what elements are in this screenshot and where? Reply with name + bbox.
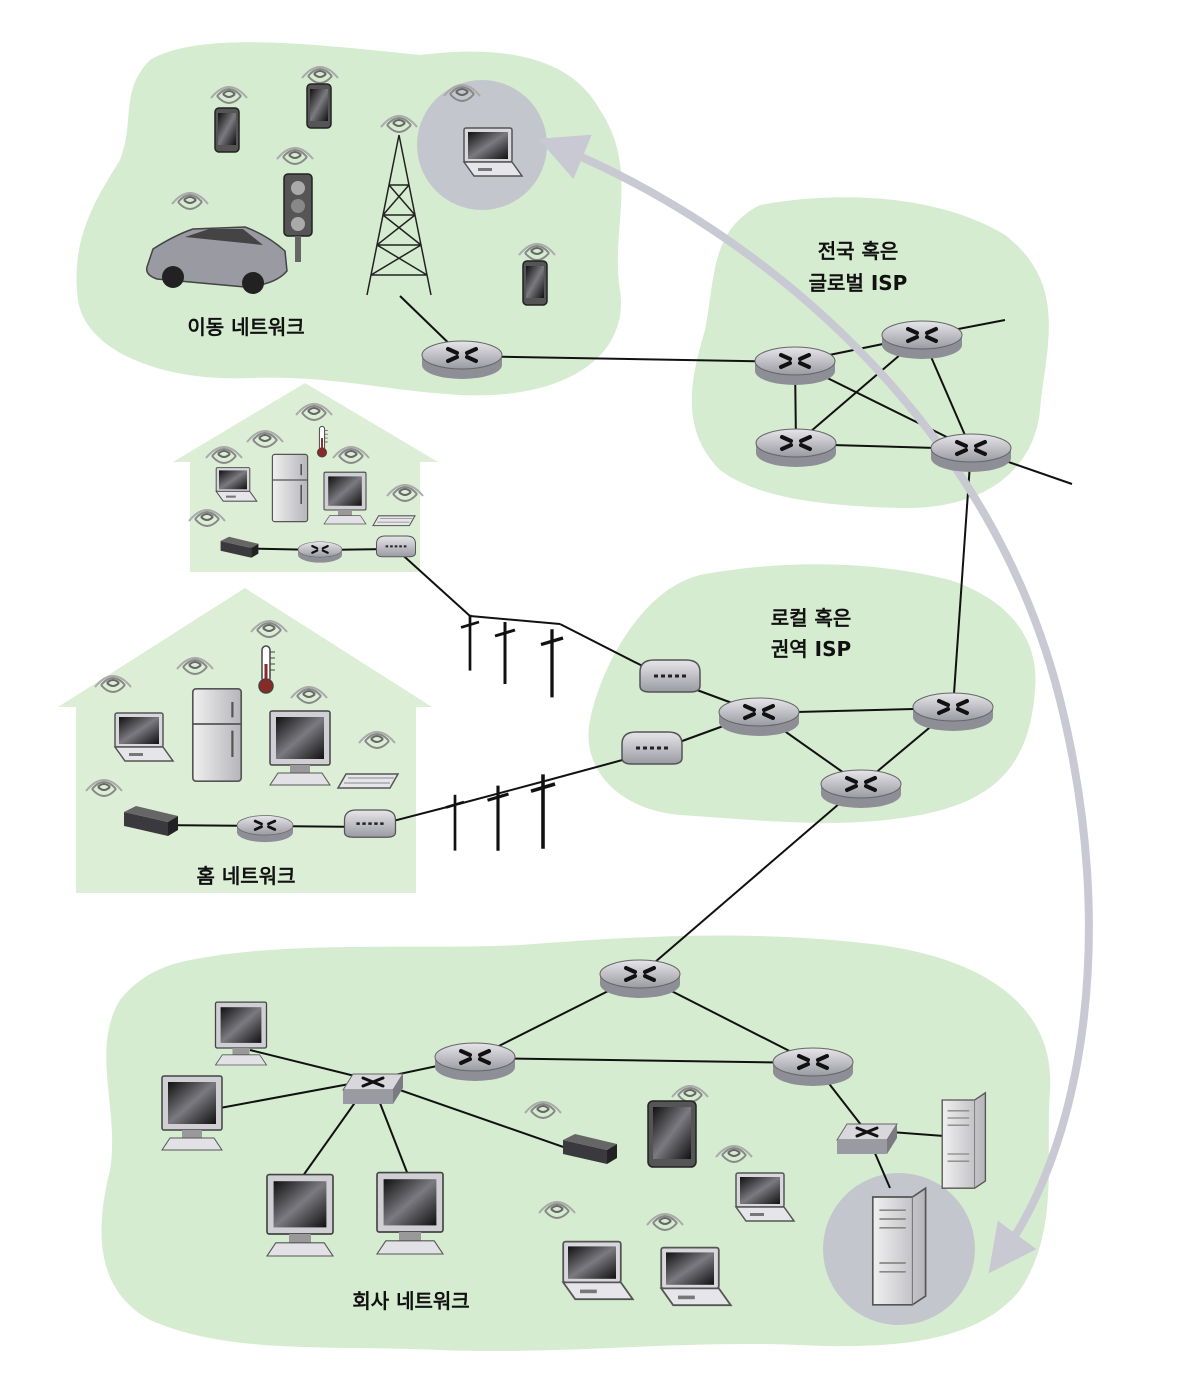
tablet-icon (647, 1100, 697, 1168)
router-icon (420, 339, 504, 381)
router-icon (235, 814, 295, 844)
regional-isp-label-line2: 권역 ISP (771, 637, 851, 661)
modem-icon (343, 808, 397, 839)
monitor-icon (323, 471, 367, 525)
cable-head-end-icon (638, 658, 702, 694)
router-icon (433, 1041, 517, 1083)
router-icon (753, 345, 837, 387)
cable-head-end-icon (620, 730, 684, 766)
desktop-computer-icon (266, 1173, 334, 1257)
traffic-light-icon (283, 173, 313, 262)
smartphone-icon (522, 260, 548, 306)
smartphone-icon (306, 83, 332, 129)
telephone-pole-icon (529, 772, 557, 851)
cell-tower-icon (366, 134, 432, 296)
modem-icon (375, 535, 417, 558)
global-isp-label-line2: 글로벌 ISP (809, 271, 908, 295)
monitor-icon (269, 710, 331, 786)
router-icon (598, 958, 682, 1000)
refrigerator-icon (191, 687, 243, 783)
refrigerator-icon (271, 453, 309, 523)
router-icon (771, 1046, 855, 1088)
desktop-computer-icon (161, 1075, 223, 1151)
router-icon (929, 432, 1013, 474)
server-icon (871, 1187, 927, 1306)
car-icon (145, 226, 288, 294)
mobile-network-label: 이동 네트워크 (187, 315, 304, 339)
keyboard-icon (372, 515, 416, 527)
mobile-network-region (76, 42, 622, 396)
telephone-pole-icon (444, 793, 466, 852)
telephone-pole-icon (539, 627, 565, 700)
router-icon (911, 691, 995, 733)
enterprise-network-label: 회사 네트워크 (352, 1289, 469, 1313)
keyboard-icon (337, 773, 399, 789)
router-icon (296, 540, 344, 564)
router-icon (880, 319, 964, 361)
server-icon (941, 1092, 987, 1189)
home-network-label: 홈 네트워크 (197, 864, 296, 888)
smartphone-icon (214, 107, 240, 153)
router-icon (819, 768, 903, 810)
telephone-pole-icon (459, 613, 481, 672)
link-layer-switch-icon (835, 1122, 899, 1156)
home-house-large (58, 588, 432, 893)
router-icon (717, 696, 801, 738)
telephone-pole-icon (493, 620, 517, 686)
global-isp-label-line1: 전국 혹은 (818, 239, 899, 263)
desktop-computer-icon (376, 1171, 444, 1255)
end-to-end-path-arrow (538, 134, 1093, 1274)
desktop-computer-icon (214, 1001, 268, 1066)
router-icon (754, 427, 838, 469)
regional-isp-label-line1: 로컬 혹은 (771, 606, 852, 630)
link-layer-switch-icon (341, 1072, 405, 1106)
